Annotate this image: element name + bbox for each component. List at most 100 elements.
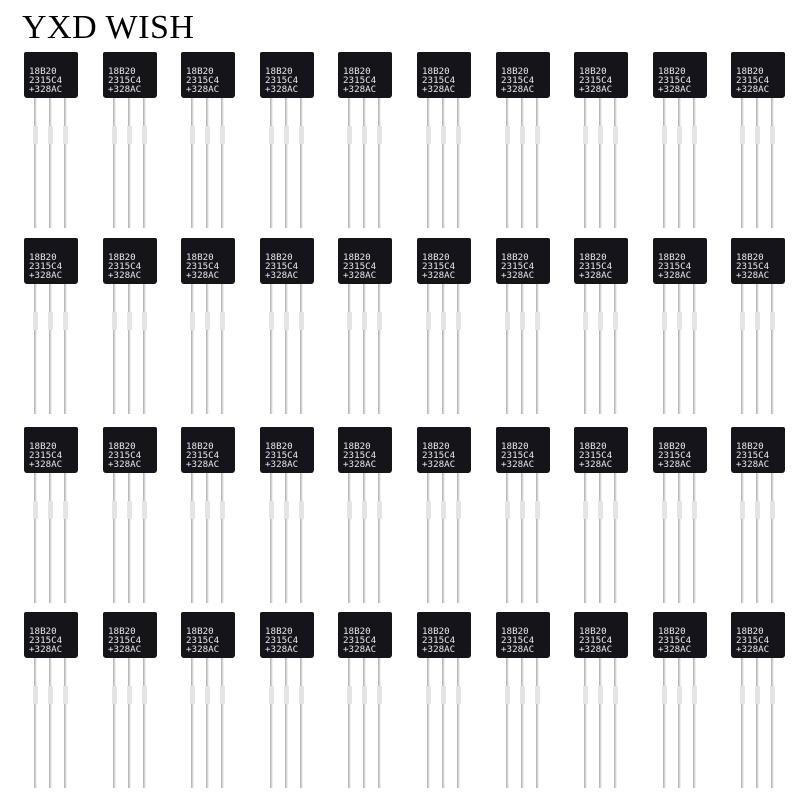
lead-pin: [613, 284, 618, 414]
lead-pin: [441, 473, 446, 603]
marking-line: 2315C4: [422, 261, 456, 273]
marking-line: 18B20: [422, 441, 450, 452]
lead-pin: [205, 658, 210, 788]
marking-line: 2315C4: [186, 635, 220, 647]
lead-pin: [33, 284, 38, 414]
marking-line: 2315C4: [658, 635, 692, 647]
lead-pin: [520, 284, 525, 414]
marking-line: +328AC: [108, 84, 142, 96]
lead-pin: [598, 284, 603, 414]
marking-line: 18B20: [579, 66, 607, 77]
lead-pin: [299, 473, 304, 603]
lead-pin: [740, 98, 745, 228]
lead-pin: [284, 284, 289, 414]
marking-line: +328AC: [265, 84, 299, 96]
lead-pin: [456, 98, 461, 228]
lead-pin: [441, 284, 446, 414]
lead-pin: [740, 284, 745, 414]
lead-pin: [269, 658, 274, 788]
lead-pin: [598, 473, 603, 603]
marking-line: 18B20: [658, 66, 686, 77]
marking-line: 18B20: [579, 252, 607, 263]
marking-line: 18B20: [186, 441, 214, 452]
lead-pin: [535, 473, 540, 603]
marking-line: +328AC: [736, 84, 770, 96]
marking-line: 18B20: [658, 252, 686, 263]
lead-pin: [127, 473, 132, 603]
marking-line: +328AC: [422, 459, 456, 471]
marking-line: 2315C4: [343, 261, 377, 273]
marking-line: 18B20: [29, 626, 57, 637]
marking-line: 18B20: [29, 66, 57, 77]
marking-line: 18B20: [186, 626, 214, 637]
marking-line: 2315C4: [422, 450, 456, 462]
lead-pin: [677, 658, 682, 788]
marking-line: 18B20: [658, 441, 686, 452]
marking-line: 2315C4: [579, 450, 613, 462]
lead-pin: [426, 658, 431, 788]
marking-line: 18B20: [343, 252, 371, 263]
marking-line: 2315C4: [265, 635, 299, 647]
marking-line: 18B20: [29, 252, 57, 263]
marking-line: 18B20: [265, 66, 293, 77]
lead-pin: [426, 284, 431, 414]
marking-line: 18B20: [736, 66, 764, 77]
lead-pin: [770, 98, 775, 228]
lead-pin: [755, 98, 760, 228]
lead-pin: [583, 658, 588, 788]
lead-pin: [220, 658, 225, 788]
marking-line: +328AC: [29, 459, 63, 471]
lead-pin: [770, 284, 775, 414]
marking-line: 18B20: [108, 626, 136, 637]
lead-pin: [377, 473, 382, 603]
lead-pin: [598, 658, 603, 788]
marking-line: 18B20: [265, 252, 293, 263]
lead-pin: [220, 98, 225, 228]
lead-pin: [456, 658, 461, 788]
lead-pin: [755, 284, 760, 414]
lead-pin: [63, 284, 68, 414]
lead-pin: [677, 473, 682, 603]
marking-line: 2315C4: [343, 75, 377, 87]
watermark-text: YXD WISH: [22, 9, 195, 46]
lead-pin: [535, 284, 540, 414]
